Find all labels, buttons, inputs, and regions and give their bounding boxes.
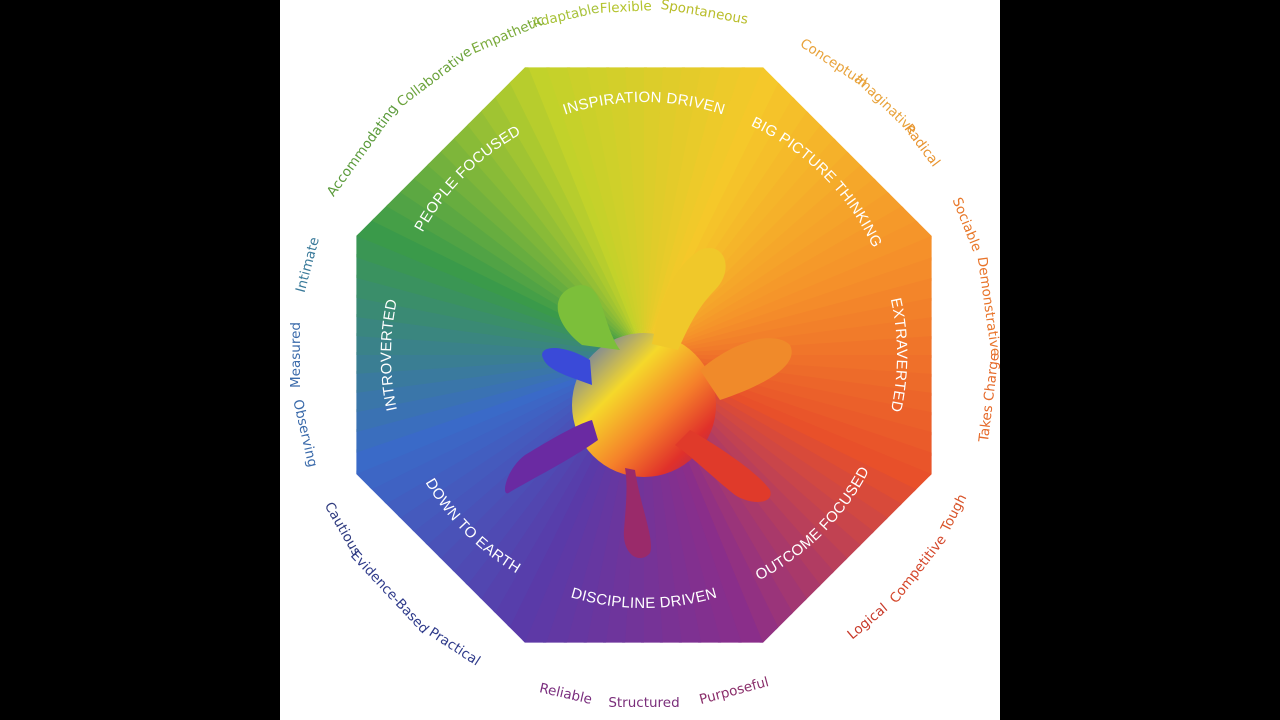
paint-splash-logo (505, 248, 792, 559)
trait-word-competitive: Competitive (887, 532, 950, 607)
wheel-ring-sector (644, 226, 932, 355)
wheel-ring-sector (644, 201, 932, 355)
wheel-ring-sector (540, 67, 644, 355)
wheel-label-introverted: INTROVERTED (378, 298, 401, 413)
trait-word-tough: Tough (937, 492, 970, 536)
trait-word-demonstrative: Demonstrative (974, 256, 1000, 357)
wheel-ring-sector (515, 67, 644, 355)
trait-word-flexible: Flexible (599, 0, 652, 17)
trait-word-purposeful: Purposeful (698, 674, 771, 708)
wheel-ring-sector (356, 355, 644, 459)
wheel-ring-sector (356, 355, 644, 408)
trait-word-accommodating: Accommodating (324, 101, 401, 199)
trait-word-reliable: Reliable (538, 680, 594, 708)
trait-word-evidence-based: Evidence-Based (347, 548, 432, 637)
wheel-ring-sector (356, 355, 644, 484)
wheel-ring-sector (591, 67, 644, 355)
trait-word-empathetic: Empathetic (469, 12, 546, 57)
trait-word-intimate: Intimate (293, 235, 323, 294)
trait-word-radical: Radical (901, 121, 943, 170)
wheel-ring-sector (644, 251, 932, 355)
trait-word-cautious: Cautious (321, 499, 364, 558)
wheel-ring-sector (356, 355, 644, 434)
insights-wheel-diagram: INSPIRATION DRIVEN BIG PICTURE THINKING … (288, 0, 1000, 711)
trait-word-spontaneous: Spontaneous (660, 0, 750, 28)
trait-word-collaborative: Collaborative (394, 44, 475, 111)
wheel-ring-sector (356, 355, 644, 509)
trait-word-observing: Observing (289, 398, 320, 469)
trait-word-takes-charge: Takes Charge (976, 352, 1000, 444)
trait-word-structured: Structured (608, 695, 679, 711)
wheel-ring-sector (617, 67, 649, 355)
wheel-label-extraverted: EXTRAVERTED (887, 296, 910, 413)
insights-wheel-panel: INSPIRATION DRIVEN BIG PICTURE THINKING … (280, 0, 1000, 720)
trait-word-practical: Practical (426, 624, 483, 669)
wheel-ring-sector (644, 276, 932, 355)
wheel-ring-sector (565, 67, 644, 355)
wheel-ring-sector (644, 302, 932, 355)
trait-word-measured: Measured (288, 322, 304, 388)
trait-word-logical: Logical (844, 600, 891, 643)
trait-word-sociable: Sociable (949, 195, 985, 254)
